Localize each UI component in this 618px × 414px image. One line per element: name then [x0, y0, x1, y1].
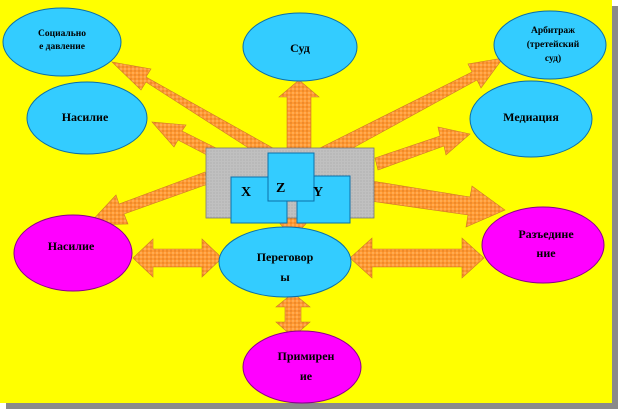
negotiations-line1: Переговор [257, 250, 314, 264]
party-x-label: X [241, 185, 251, 200]
separation-line2: ние [536, 246, 556, 260]
node-reconciliation: Примирен ие [242, 330, 362, 404]
social-pressure-line1: Социально [38, 29, 86, 39]
parties-group: X Z Y [205, 147, 375, 224]
violence-bottom-label: Насилие [48, 239, 95, 253]
social-pressure-line2: е давление [39, 42, 85, 52]
arrow-to-violence-bottom [87, 171, 209, 226]
arrow-to-social-pressure [111, 61, 281, 164]
arrow-to-separation [369, 180, 506, 228]
node-court: Суд [242, 12, 358, 82]
arrow-to-court [278, 79, 320, 156]
arbitration-line1: Арбитраж [531, 25, 575, 36]
node-separation: Разъедине ние [481, 206, 605, 284]
arrows [87, 57, 506, 338]
arbitration-line3: суд) [545, 53, 561, 64]
reconciliation-line2: ие [300, 369, 313, 383]
party-z-box [267, 152, 315, 202]
node-social-pressure: Социально е давление [2, 7, 122, 77]
double-arrow-negotiations-separation [349, 237, 485, 279]
node-mediation: Медиация [469, 80, 593, 158]
arrow-to-mediation [374, 126, 471, 171]
node-violence-top: Насилие [26, 81, 148, 155]
node-negotiations: Переговор ы [218, 226, 352, 298]
court-label: Суд [290, 41, 310, 55]
violence-top-label: Насилие [62, 110, 109, 124]
negotiations-line2: ы [280, 270, 290, 284]
arbitration-line2: (третейский [527, 39, 580, 50]
node-arbitration: Арбитраж (третейский суд) [493, 10, 607, 80]
node-violence-bottom: Насилие [13, 214, 133, 292]
mediation-label: Медиация [503, 110, 559, 124]
reconciliation-line1: Примирен [278, 349, 335, 363]
party-z-label: Z [276, 181, 285, 196]
party-y-label: Y [313, 185, 323, 200]
separation-line1: Разъедине [518, 227, 574, 241]
